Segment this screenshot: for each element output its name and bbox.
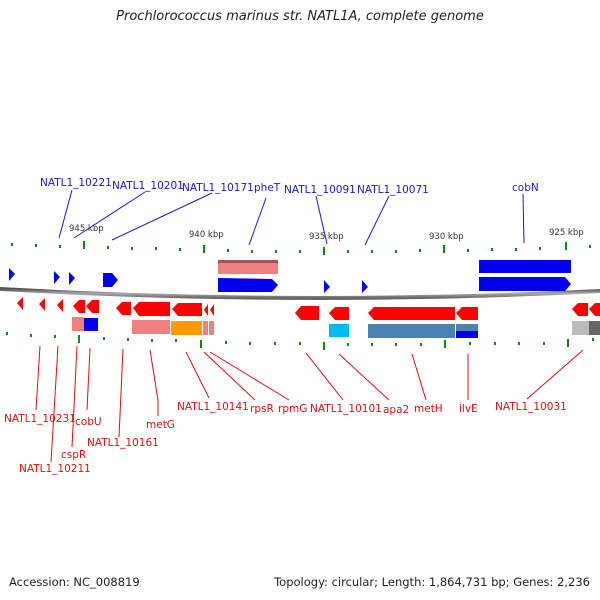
gene-NATL1_10231[interactable]: [17, 297, 23, 310]
gene-NATL1_10211[interactable]: [39, 298, 45, 311]
gene-metG[interactable]: [133, 302, 170, 316]
gene-label-rpsR[interactable]: rpsR: [250, 403, 274, 415]
gene-label-NATL1_10211[interactable]: NATL1_10211: [19, 463, 91, 475]
gene-label-NATL1_10201[interactable]: NATL1_10201: [112, 180, 184, 192]
gene-label-NATL1_10031[interactable]: NATL1_10031: [495, 401, 567, 413]
scale-label: 930 kbp: [429, 232, 464, 242]
gene-label-NATL1_10171[interactable]: NATL1_10171: [182, 182, 254, 194]
gene-label-NATL1_10101[interactable]: NATL1_10101: [310, 403, 382, 415]
feature-pheT[interactable]: [218, 260, 278, 274]
feature-metH[interactable]: [368, 324, 455, 338]
scale-ticks-top: [11, 241, 591, 255]
gene-NATL1_10161[interactable]: [116, 302, 131, 315]
gene-NATL1_10101[interactable]: [295, 306, 319, 320]
feature-NATL1_10141[interactable]: [171, 321, 202, 335]
genome-info: Topology: circular; Length: 1,864,731 bp…: [274, 575, 590, 589]
feature-ilvE-b[interactable]: [456, 331, 478, 338]
feature-NATL1_10031-b[interactable]: [589, 321, 600, 335]
gene-cobU-b[interactable]: [86, 300, 99, 313]
feature-shade: [218, 260, 278, 263]
gene-label-cobN[interactable]: cobN: [512, 182, 539, 194]
gene-label-cspR[interactable]: cspR: [61, 449, 86, 461]
forward-genes: [9, 260, 571, 293]
feature-NATL1_10031-a[interactable]: [572, 321, 589, 335]
gene-label-apa2[interactable]: apa2: [383, 404, 409, 416]
gene-label-metH[interactable]: metH: [414, 403, 443, 415]
scale-label: 940 kbp: [189, 230, 224, 240]
gene-label-NATL1_10161[interactable]: NATL1_10161: [87, 437, 159, 449]
gene-cspR[interactable]: [57, 299, 63, 312]
gene-metH[interactable]: [368, 307, 455, 320]
gene-forward[interactable]: [69, 272, 75, 285]
genome-backbone: [0, 287, 600, 301]
scale-ticks-bottom: [6, 332, 594, 350]
gene-label-NATL1_10221[interactable]: NATL1_10221: [40, 177, 112, 189]
scale-label: 925 kbp: [549, 228, 584, 238]
gene-label-NATL1_10071[interactable]: NATL1_10071: [357, 184, 429, 196]
gene-label-cobU[interactable]: cobU: [75, 416, 102, 428]
gene-rpsR[interactable]: [204, 304, 208, 316]
gene-rpmG[interactable]: [210, 304, 214, 316]
feature-cobU[interactable]: [84, 318, 98, 331]
feature-ilvE-a[interactable]: [456, 324, 478, 331]
feature-metG[interactable]: [132, 320, 170, 334]
feature-rpmG[interactable]: [209, 321, 214, 335]
scale-label: 945 kbp: [69, 224, 104, 234]
gene-label-NATL1_10231[interactable]: NATL1_10231: [4, 413, 76, 425]
gene-label-pheT[interactable]: pheT: [254, 182, 281, 194]
gene-forward[interactable]: [9, 268, 15, 281]
gene-apa2[interactable]: [329, 307, 349, 320]
gene-NATL1_10091[interactable]: [324, 280, 330, 293]
gene-label-NATL1_10141[interactable]: NATL1_10141: [177, 401, 249, 413]
feature-cobN[interactable]: [479, 260, 571, 273]
gene-label-rpmG[interactable]: rpmG: [278, 403, 307, 415]
gene-label-NATL1_10091[interactable]: NATL1_10091: [284, 184, 356, 196]
gene-pheT[interactable]: [218, 278, 278, 292]
gene-label-ilvE[interactable]: ilvE: [459, 403, 478, 415]
genome-title: Prochlorococcus marinus str. NATL1A, com…: [116, 9, 484, 24]
top-label-connectors: [58, 189, 525, 246]
gene-label-metG[interactable]: metG: [146, 419, 175, 431]
gene-NATL1_10031-a[interactable]: [572, 303, 588, 316]
gene-forward[interactable]: [54, 271, 60, 284]
scale-label: 935 kbp: [309, 232, 344, 242]
gene-cobN[interactable]: [479, 277, 571, 291]
gene-NATL1_10071[interactable]: [362, 280, 368, 293]
reverse-genes: [17, 297, 600, 338]
gene-ilvE[interactable]: [456, 307, 478, 320]
gene-NATL1_10031-b[interactable]: [589, 303, 600, 316]
feature-cspR[interactable]: [72, 317, 84, 331]
feature-apa2[interactable]: [329, 324, 349, 337]
gene-cobU-a[interactable]: [73, 300, 85, 313]
gene-forward[interactable]: [103, 273, 118, 287]
feature-rpsR[interactable]: [203, 321, 208, 335]
bottom-label-connectors: [35, 345, 584, 463]
accession-label: Accession: NC_008819: [9, 575, 140, 589]
gene-NATL1_10141[interactable]: [172, 303, 202, 316]
